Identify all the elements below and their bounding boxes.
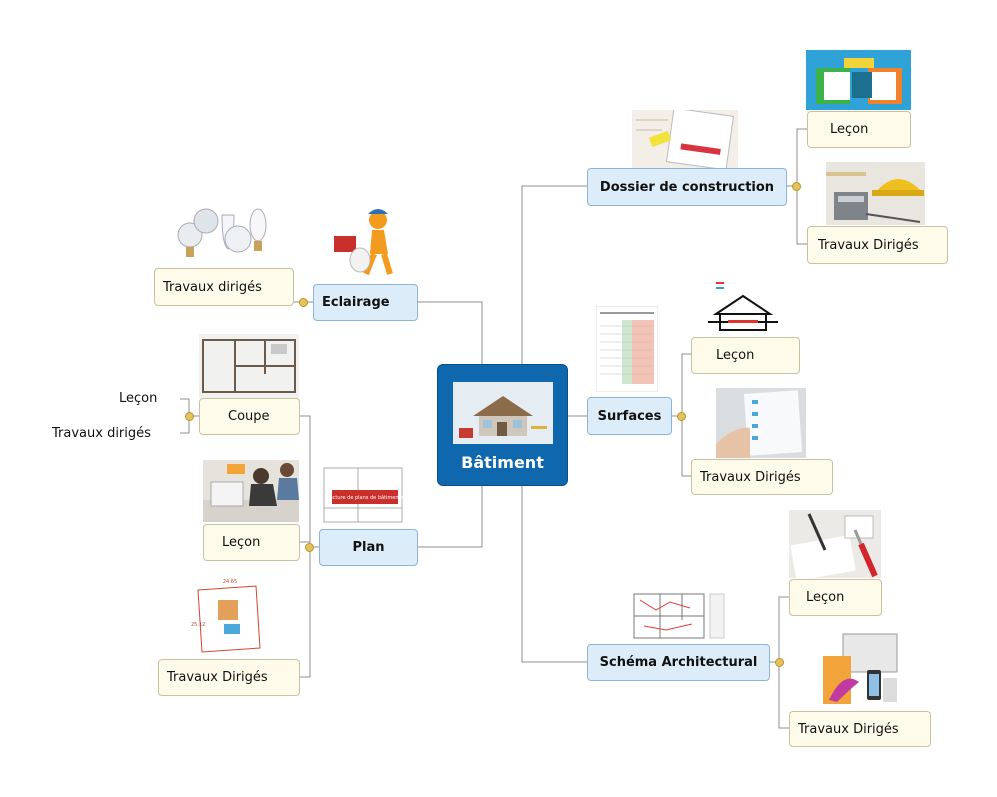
catalogue-devices-image [819,630,899,710]
surfaces-lecon-label: Leçon [716,348,755,363]
plan-lecon-label: Leçon [222,535,261,550]
collapse-toggle-eclairage[interactable] [299,298,308,307]
branch-plan-label: Plan [352,540,385,555]
schema-td-label: Travaux Dirigés [798,721,899,737]
plan-lecture-title: Lecture de plans de bâtiments [327,494,404,501]
branch-schema-architectural[interactable]: Schéma Architectural [587,644,770,681]
floorplan-electrical-image [630,590,728,643]
branch-surfaces-label: Surfaces [597,408,662,424]
plot-dim-top: 24.65 [223,579,237,585]
schema-travaux-diriges[interactable]: Travaux Dirigés [789,711,931,747]
coupe-td-label: Travaux dirigés [52,426,151,441]
surfaces-table-image [596,306,658,392]
folders-image [806,50,911,110]
plan-travaux-diriges[interactable]: Travaux Dirigés [158,659,300,696]
helmet-calculator-image [826,162,925,225]
plan-td-label: Travaux Dirigés [167,670,268,685]
surfaces-lecon[interactable]: Leçon [691,337,800,374]
plan-reading-image: Lecture de plans de bâtiments [318,464,408,526]
branch-surfaces[interactable]: Surfaces [587,397,672,435]
collapse-toggle-plan[interactable] [305,543,314,552]
branch-dossier-de-construction[interactable]: Dossier de construction [587,168,787,206]
branch-eclairage-label: Eclairage [322,295,390,310]
schema-lecon[interactable]: Leçon [789,579,882,616]
branch-dossier-label: Dossier de construction [599,179,775,195]
floorplan-image [199,334,299,398]
dossier-travaux-diriges[interactable]: Travaux Dirigés [807,226,948,264]
schema-lecon-label: Leçon [806,590,845,605]
central-topic[interactable]: Bâtiment [437,364,568,486]
plan-lecon[interactable]: Leçon [203,524,300,561]
plan-coupe-label: Coupe [228,409,270,424]
coupe-lecon-label: Leçon [119,391,158,406]
plan-coupe[interactable]: Coupe [199,398,300,435]
hand-document-image [716,388,806,458]
collapse-toggle-coupe[interactable] [185,412,194,421]
collapse-toggle-dossier[interactable] [792,182,801,191]
light-bulbs-image [176,205,268,269]
architects-working-image [203,460,299,522]
eclairage-travaux-diriges[interactable]: Travaux dirigés [154,268,294,306]
construction-document-image [632,110,738,168]
dossier-lecon[interactable]: Leçon [807,111,911,148]
coupe-lecon[interactable]: Leçon [119,391,157,406]
worker-mascot-image [330,206,402,280]
branch-eclairage[interactable]: Eclairage [313,284,418,321]
electrician-tools-image [789,510,881,578]
collapse-toggle-schema[interactable] [775,658,784,667]
branch-schema-label: Schéma Architectural [599,655,758,670]
eclairage-td-label: Travaux dirigés [163,279,262,295]
surfaces-td-label: Travaux Dirigés [700,469,801,485]
surfaces-travaux-diriges[interactable]: Travaux Dirigés [691,459,833,495]
dossier-lecon-label: Leçon [830,122,869,137]
house-construction-image [453,382,553,444]
coupe-travaux-diriges[interactable]: Travaux dirigés [52,426,151,441]
branch-plan[interactable]: Plan [319,529,418,566]
collapse-toggle-surfaces[interactable] [677,412,686,421]
plot-dim-left: 25.12 [191,622,205,628]
central-title: Bâtiment [461,453,544,472]
house-section-image [706,278,780,336]
site-plan-image: 24.65 25.12 [190,576,264,656]
dossier-td-label: Travaux Dirigés [818,237,919,253]
